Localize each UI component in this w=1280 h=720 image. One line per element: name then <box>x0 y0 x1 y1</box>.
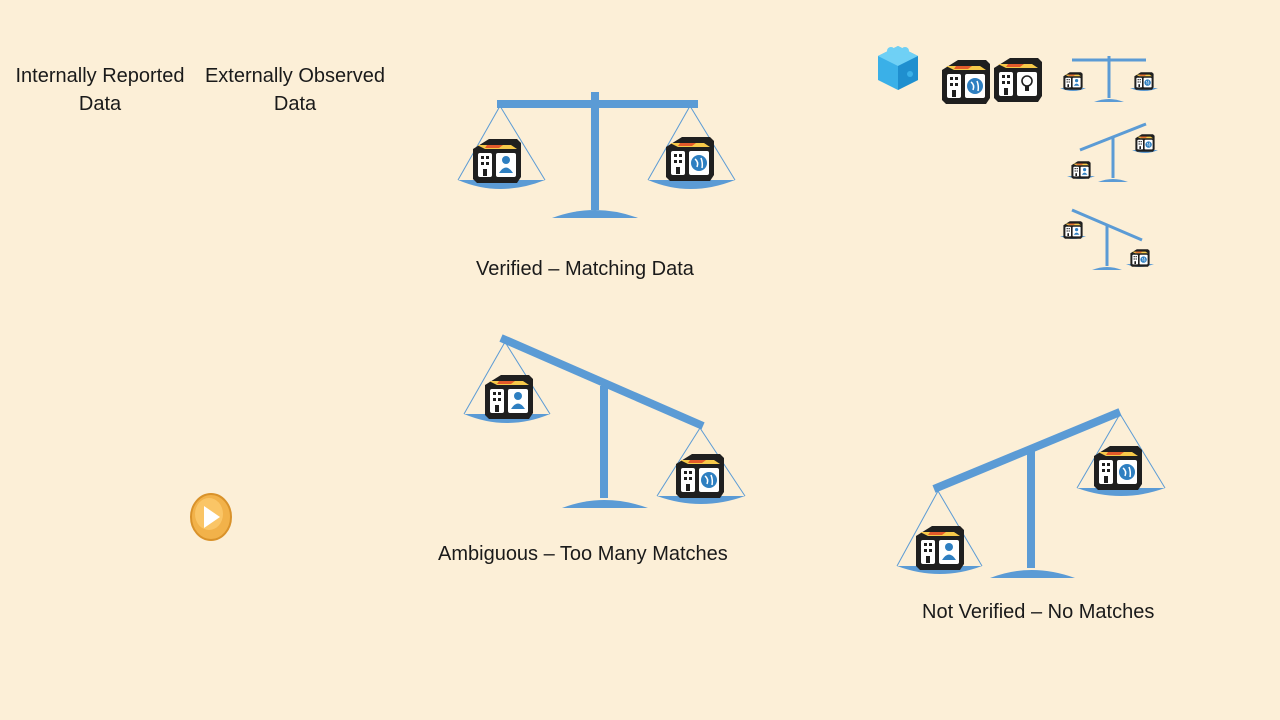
play-button-icon[interactable] <box>189 492 233 542</box>
scale-balanced <box>457 92 736 218</box>
building-lightbulb-cube-icon <box>994 58 1042 102</box>
building-globe-cube-icon <box>942 60 990 104</box>
mini-scale-balanced <box>1060 56 1158 102</box>
caption-verified: Verified – Matching Data <box>476 258 694 280</box>
pan-right <box>656 427 746 504</box>
building-person-cube-icon <box>473 139 521 183</box>
building-person-cube-icon <box>916 526 964 570</box>
scale-ambiguous <box>463 334 746 508</box>
header-internally-reported: Internally Reported Data <box>15 65 185 115</box>
caption-ambiguous: Ambiguous – Too Many Matches <box>438 543 728 565</box>
building-globe-cube-icon <box>666 137 714 181</box>
mini-scale-left-high <box>1060 208 1154 270</box>
caption-not-verified: Not Verified – No Matches <box>922 601 1155 623</box>
scale-not-verified <box>896 408 1166 578</box>
header-externally-observed: Externally Observed Data <box>204 65 386 115</box>
building-person-cube-icon <box>485 375 533 419</box>
mini-scale-right-high <box>1067 122 1158 182</box>
building-globe-cube-icon <box>1094 446 1142 490</box>
building-globe-cube-icon <box>676 454 724 498</box>
puzzle-cube-icon <box>878 46 918 90</box>
